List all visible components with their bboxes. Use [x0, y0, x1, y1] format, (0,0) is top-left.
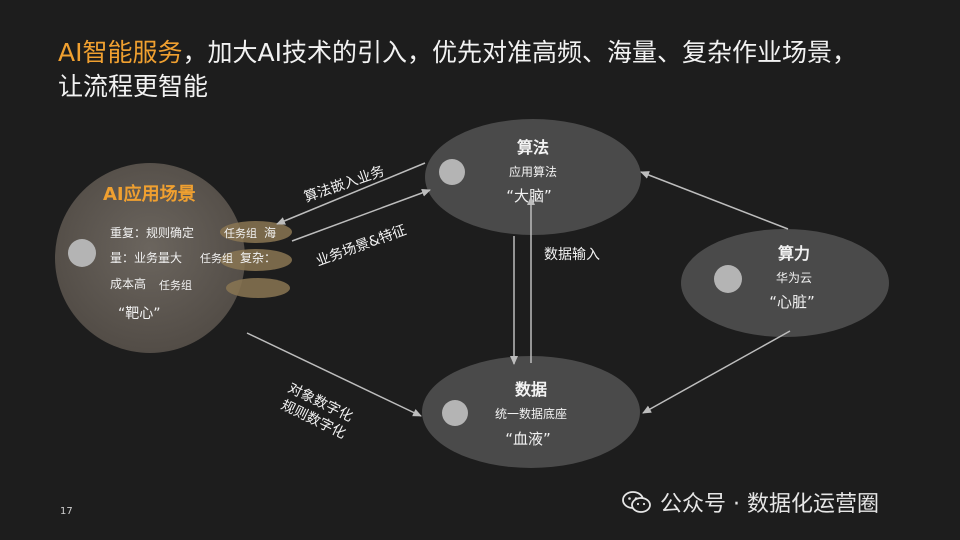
scene-line2: 量：业务量大 — [110, 250, 182, 265]
wechat-icon — [622, 490, 652, 514]
data-nickname: “血液” — [505, 430, 551, 448]
arrow-scene-to-data — [246, 332, 422, 417]
compute-dot — [714, 265, 742, 293]
scene-dot — [68, 239, 96, 267]
scene-line3: 成本高 — [110, 276, 146, 291]
data-title: 数据 — [515, 380, 547, 399]
compute-subtitle: 华为云 — [776, 271, 812, 285]
algorithm-nickname: “大脑” — [506, 187, 552, 205]
title-highlight: AI智能服务 — [58, 38, 183, 67]
title-rest: ，加大AI技术的引入，优先对准高频、海量、复杂作业场景， — [182, 38, 857, 67]
compute-node — [681, 229, 889, 337]
algorithm-title: 算法 — [517, 138, 549, 157]
scene-line1: 重复：规则确定 — [110, 225, 194, 240]
watermark-text: 公众号 · 数据化运营圈 — [660, 492, 879, 517]
data-subtitle: 统一数据底座 — [495, 406, 567, 421]
arrow-compute-to-algo — [640, 171, 789, 230]
title-line2: 让流程更智能 — [58, 72, 209, 101]
scene-title: AI应用场景 — [103, 183, 196, 205]
data-dot — [442, 400, 468, 426]
scene-line3-tag: 任务组 — [159, 278, 192, 292]
page-number: 17 — [60, 506, 73, 517]
algorithm-node — [425, 119, 641, 235]
edge-label-data-input: 数据输入 — [544, 247, 600, 263]
arrow-scene-to-algo — [291, 189, 431, 242]
arrow-algo-to-scene — [276, 162, 426, 225]
data-node — [422, 356, 640, 468]
scene-line2-tag: 任务组 — [200, 251, 233, 265]
arrow-compute-to-data — [642, 330, 791, 414]
task-tag-3 — [226, 278, 290, 298]
scene-line2-tail: 复杂： — [240, 251, 276, 265]
slide-title: AI智能服务，加大AI技术的引入，优先对准高频、海量、复杂作业场景， 让流程更智… — [58, 36, 938, 104]
task-tag-2 — [220, 249, 292, 271]
compute-nickname: “心脏” — [769, 293, 815, 311]
scene-node — [55, 163, 245, 353]
algorithm-dot — [439, 159, 465, 185]
task-tag-1 — [220, 221, 292, 243]
scene-nickname: “靶心” — [118, 306, 161, 322]
watermark: 公众号 · 数据化运营圈 — [622, 486, 879, 518]
scene-line1-tail: 海 — [264, 225, 276, 240]
scene-line1-tag: 任务组 — [224, 226, 257, 240]
edge-label-scene-to-algo: 业务场景&特征 — [314, 222, 409, 270]
algorithm-subtitle: 应用算法 — [509, 164, 557, 179]
compute-title: 算力 — [778, 244, 810, 263]
